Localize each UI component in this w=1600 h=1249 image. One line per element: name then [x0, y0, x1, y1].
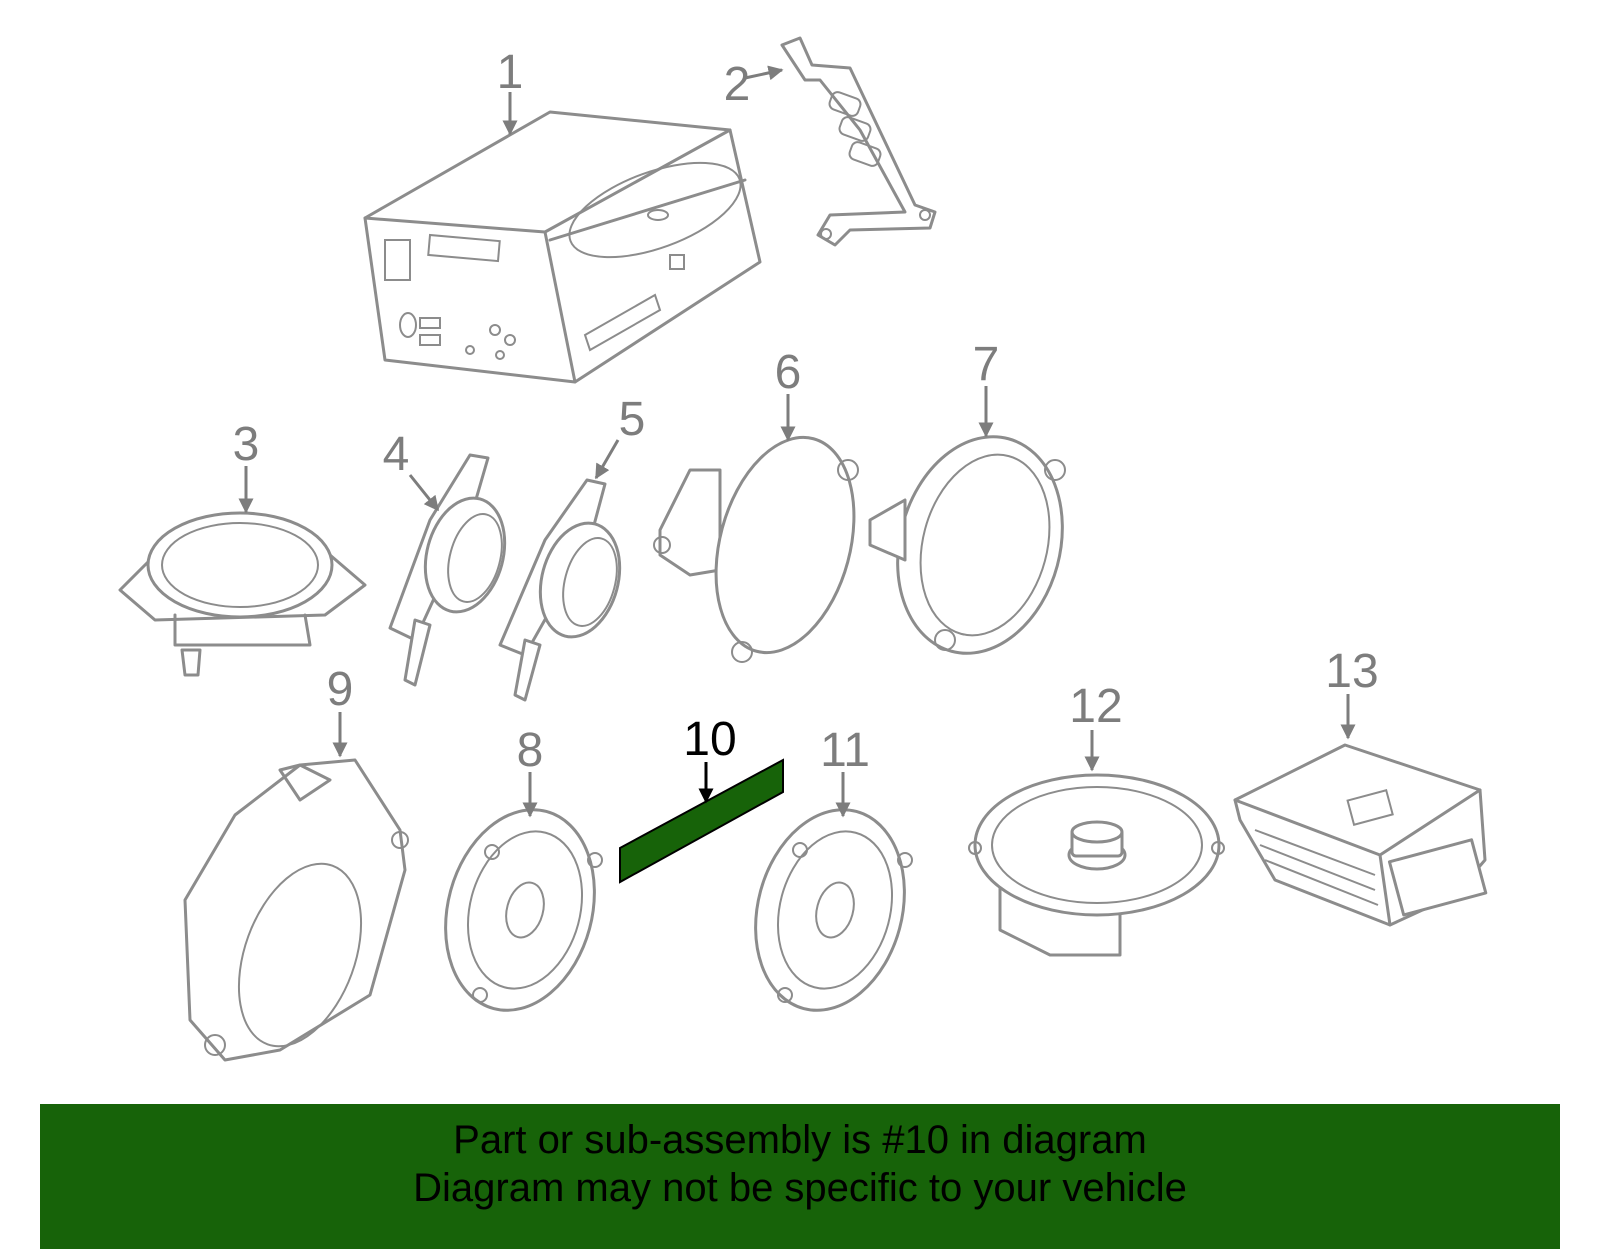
callout-8: 8 [517, 724, 544, 818]
svg-text:11: 11 [820, 724, 870, 777]
svg-text:13: 13 [1325, 645, 1378, 698]
callout-3: 3 [233, 418, 260, 514]
svg-text:7: 7 [973, 338, 1000, 391]
svg-text:1: 1 [497, 46, 524, 99]
callout-1: 1 [497, 46, 524, 136]
part-1-radio-unit [363, 110, 762, 384]
callout-4: 4 [383, 428, 440, 512]
banner-line-2: Diagram may not be specific to your vehi… [413, 1166, 1187, 1210]
part-12-coaxial-speaker [968, 773, 1225, 957]
part-7-speaker [868, 435, 1066, 655]
svg-text:2: 2 [724, 58, 751, 111]
part-10-highlighted [619, 758, 784, 884]
callout-13: 13 [1325, 645, 1379, 740]
callout-10: 10 [683, 713, 737, 804]
part-6-speaker [653, 435, 859, 663]
part-11-speaker [754, 808, 913, 1012]
callout-7: 7 [973, 338, 1000, 438]
info-banner: Part or sub-assembly is #10 in diagram D… [40, 1104, 1560, 1249]
callout-12: 12 [1069, 680, 1123, 772]
svg-text:6: 6 [775, 346, 802, 399]
callout-11: 11 [820, 724, 870, 818]
callouts: 1 2 3 4 5 6 7 8 [233, 46, 1379, 818]
part-5-tweeter [498, 478, 622, 702]
callout-2: 2 [724, 58, 784, 111]
svg-text:9: 9 [327, 663, 354, 716]
svg-text:5: 5 [619, 393, 646, 446]
part-9-speaker-housing [183, 758, 409, 1062]
callout-5: 5 [594, 393, 646, 480]
banner-line-1: Part or sub-assembly is #10 in diagram [453, 1118, 1147, 1162]
part-2-bracket [780, 36, 937, 247]
part-3-speaker [118, 511, 367, 677]
svg-text:12: 12 [1069, 680, 1122, 733]
part-8-speaker [444, 808, 603, 1012]
svg-text:10: 10 [683, 713, 736, 766]
svg-text:3: 3 [233, 418, 260, 471]
callout-6: 6 [775, 346, 802, 442]
svg-text:4: 4 [383, 428, 410, 481]
part-4-tweeter [388, 453, 507, 687]
callout-9: 9 [327, 663, 354, 758]
svg-text:8: 8 [517, 724, 544, 777]
part-13-amplifier [1233, 743, 1488, 927]
